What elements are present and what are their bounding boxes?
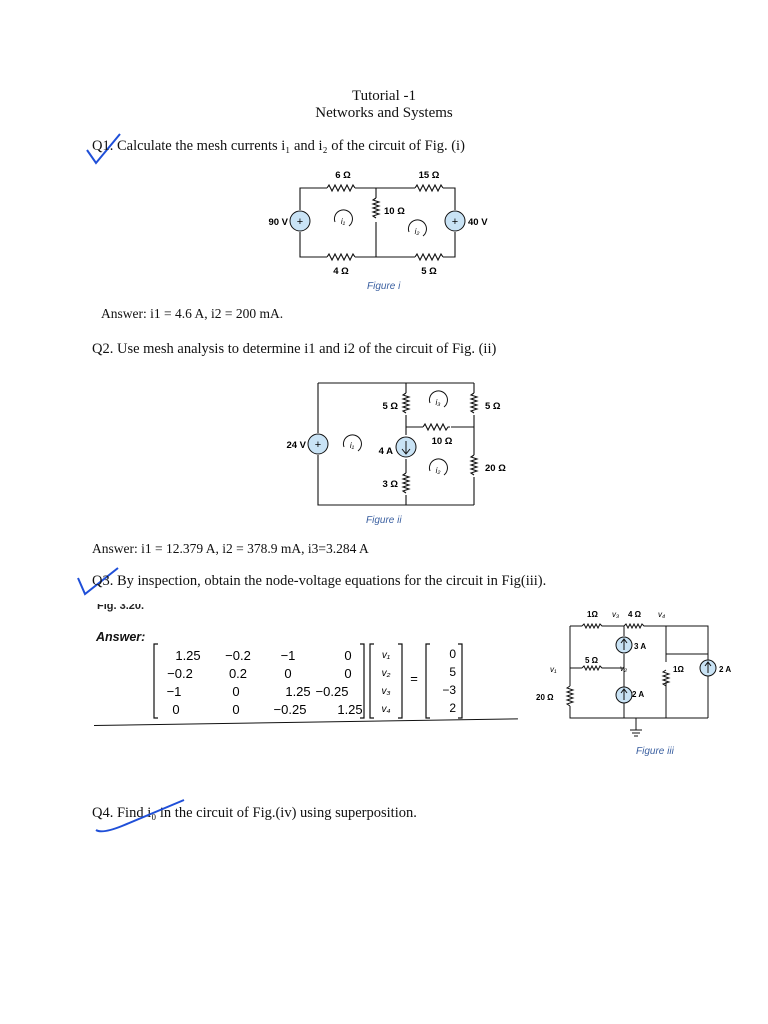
label-r-10b: 10 Ω <box>432 436 453 447</box>
label-i-3a: 3 A <box>634 642 646 651</box>
answer-1: Answer: i1 = 4.6 A, i2 = 200 mA. <box>101 306 284 321</box>
checkmark-q3-icon <box>77 567 119 596</box>
svg-text:+: + <box>315 439 321 451</box>
matrix-r1c1: 1.25 <box>175 648 200 663</box>
question-3: Q3. By inspection, obtain the node-volta… <box>92 573 547 589</box>
rhs-1: 0 <box>449 647 456 661</box>
matrix-r3c3: 1.25 <box>285 684 310 699</box>
rhs-4: 2 <box>449 701 456 715</box>
page-subtitle: Networks and Systems <box>315 105 453 121</box>
svg-text:+: + <box>297 216 303 228</box>
equals-sign: = <box>410 671 418 686</box>
label-r-4: 4 Ω <box>333 266 349 277</box>
label-i-4a: 4 A <box>379 446 394 457</box>
label-mesh-i1: i₁ <box>341 217 346 226</box>
label-v-90: 90 V <box>268 217 288 228</box>
label-r-5c: 5 Ω <box>585 656 599 665</box>
node-equation-matrix: 1.25 −0.2 −1 0 −0.2 0.2 0 0 −1 0 1.25 −0… <box>153 643 463 719</box>
figure-ii-caption: Figure ii <box>366 515 402 526</box>
matrix-r1c2: −0.2 <box>225 648 251 663</box>
label-node-v2: v₂ <box>620 664 627 673</box>
vector-v1: v₁ <box>382 650 390 661</box>
matrix-r4c2: 0 <box>232 702 239 717</box>
label-r-6: 6 Ω <box>335 170 351 181</box>
matrix-r4c1: 0 <box>172 702 179 717</box>
label-r-1a: 1Ω <box>587 610 598 619</box>
label-r-5b: 5 Ω <box>485 401 501 412</box>
matrix-r2c4: 0 <box>344 666 351 681</box>
svg-text:+: + <box>452 216 458 228</box>
question-2: Q2. Use mesh analysis to determine i1 an… <box>92 341 497 357</box>
label-mesh2-i1: i₁ <box>350 441 355 450</box>
matrix-r1c3: −1 <box>281 648 296 663</box>
label-r-5: 5 Ω <box>421 266 437 277</box>
label-r-1b: 1Ω <box>673 665 684 674</box>
label-mesh2-i3: i₃ <box>436 398 441 407</box>
answer-2: Answer: i1 = 12.379 A, i2 = 378.9 mA, i3… <box>92 541 369 556</box>
vector-v4: v₄ <box>381 704 390 715</box>
matrix-r1c4: 0 <box>344 648 351 663</box>
vector-v2: v₂ <box>382 668 391 679</box>
label-node-v1: v₁ <box>550 665 557 674</box>
question-4: Q4. Find i₀ in the circuit of Fig.(iv) u… <box>92 805 417 821</box>
question-1: Q1. Calculate the mesh currents i₁ and i… <box>92 138 465 154</box>
label-i-2a-right: 2 A <box>719 665 731 674</box>
checkmark-q4-icon <box>95 799 185 833</box>
label-node-v4: v₄ <box>658 610 665 619</box>
label-node-v3: v₃ <box>612 610 619 619</box>
matrix-r2c1: −0.2 <box>167 666 193 681</box>
figure-i-caption: Figure i <box>367 281 401 292</box>
label-r-20: 20 Ω <box>485 463 506 474</box>
fig-label-partial: Fig. 3.20. <box>97 604 145 612</box>
matrix-r3c4: −0.25 <box>316 684 349 699</box>
matrix-r4c3: −0.25 <box>274 702 307 717</box>
vector-v3: v₃ <box>382 686 391 697</box>
label-r-20c: 20 Ω <box>536 693 554 702</box>
label-mesh2-i2: i₂ <box>436 466 441 475</box>
matrix-r3c2: 0 <box>232 684 239 699</box>
rhs-3: −3 <box>442 683 456 697</box>
checkmark-q1-icon <box>86 133 121 165</box>
matrix-r4c4: 1.25 <box>337 702 362 717</box>
label-r-15: 15 Ω <box>419 170 440 181</box>
matrix-r2c2: 0.2 <box>229 666 247 681</box>
label-r-4b: 4 Ω <box>628 610 642 619</box>
figure-iii-caption: Figure iii <box>636 746 674 757</box>
label-r-10: 10 Ω <box>384 206 405 217</box>
rhs-2: 5 <box>449 665 456 679</box>
label-v-40: 40 V <box>468 217 488 228</box>
matrix-r2c3: 0 <box>284 666 291 681</box>
answer-3-label: Answer: <box>96 630 146 644</box>
label-r-3: 3 Ω <box>382 479 398 490</box>
circuit-figure-i: + + 6 Ω 15 Ω 10 Ω 4 Ω 5 Ω 90 V 40 V i₁ i… <box>268 170 488 277</box>
label-v-24: 24 V <box>286 440 306 451</box>
circuit-figure-ii: + 5 Ω 5 Ω 10 Ω 3 Ω 20 Ω 24 V 4 A i₁ i₂ i… <box>286 382 506 506</box>
matrix-r3c1: −1 <box>167 684 182 699</box>
label-i-2a-bottom: 2 A <box>632 690 644 699</box>
label-r-5a: 5 Ω <box>382 401 398 412</box>
circuit-figure-iii: 1Ω v₃ 4 Ω v₄ 3 A 5 Ω v₁ v₂ 1Ω 2 A 20 Ω 2… <box>536 610 731 737</box>
page-title: Tutorial -1 <box>351 88 417 104</box>
label-mesh-i2: i₂ <box>415 227 420 236</box>
